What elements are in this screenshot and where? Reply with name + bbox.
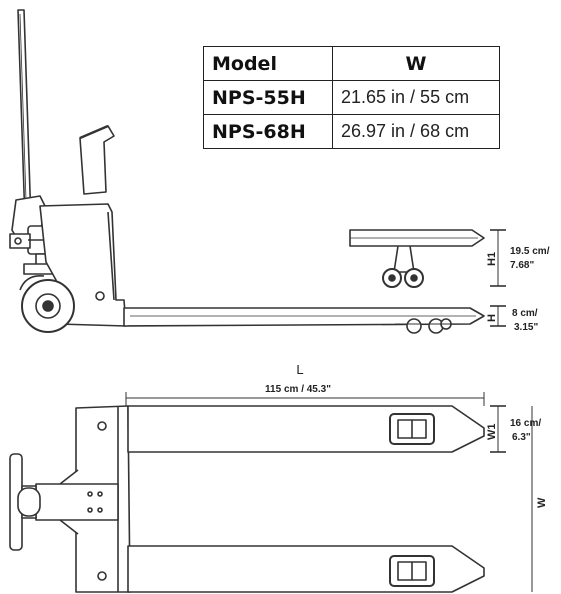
side-view	[9, 9, 506, 334]
table-row: NPS-68H 26.97 in / 68 cm	[203, 114, 500, 149]
h1-dimension	[490, 229, 506, 287]
w1-value-line1: 16 cm/	[510, 418, 541, 429]
model-cell: NPS-68H	[203, 114, 333, 149]
header-w: W	[332, 46, 500, 81]
header-model: Model	[203, 46, 333, 81]
l-dimension	[125, 392, 485, 406]
lower-fork-roller-cutout	[389, 555, 435, 587]
w1-value-line2: 6.3"	[512, 432, 531, 443]
h1-label: H1	[486, 252, 498, 266]
upper-fork-roller-cutout	[389, 413, 435, 445]
table-row: NPS-55H 21.65 in / 55 cm	[203, 80, 500, 115]
h-value-line2: 3.15"	[514, 322, 538, 333]
l-label: L	[296, 362, 303, 377]
table-header-row: Model W	[203, 46, 500, 81]
h-label: H	[486, 314, 498, 322]
handle-tube	[17, 9, 32, 223]
w-cell: 21.65 in / 55 cm	[332, 80, 500, 115]
w1-dimension	[490, 405, 506, 453]
w-label: W	[536, 497, 548, 508]
w-cell: 26.97 in / 68 cm	[332, 114, 500, 149]
model-spec-table: Model W NPS-55H 21.65 in / 55 cm NPS-68H…	[203, 46, 500, 149]
top-view	[9, 392, 533, 593]
h-dimension	[490, 305, 506, 327]
h1-value-line2: 7.68"	[510, 260, 534, 271]
l-value: 115 cm / 45.3"	[265, 384, 331, 395]
top-steer-wheel	[17, 487, 41, 517]
raised-fork-rollers	[382, 245, 424, 288]
lower-fork-rollers	[395, 318, 455, 334]
chassis-bolt	[95, 291, 105, 301]
h-value-line1: 8 cm/	[512, 308, 538, 319]
steer-wheel	[19, 274, 75, 333]
lower-fork	[123, 307, 485, 327]
w1-label: W1	[486, 424, 498, 441]
model-cell: NPS-55H	[203, 80, 333, 115]
h1-value-line1: 19.5 cm/	[510, 246, 550, 257]
